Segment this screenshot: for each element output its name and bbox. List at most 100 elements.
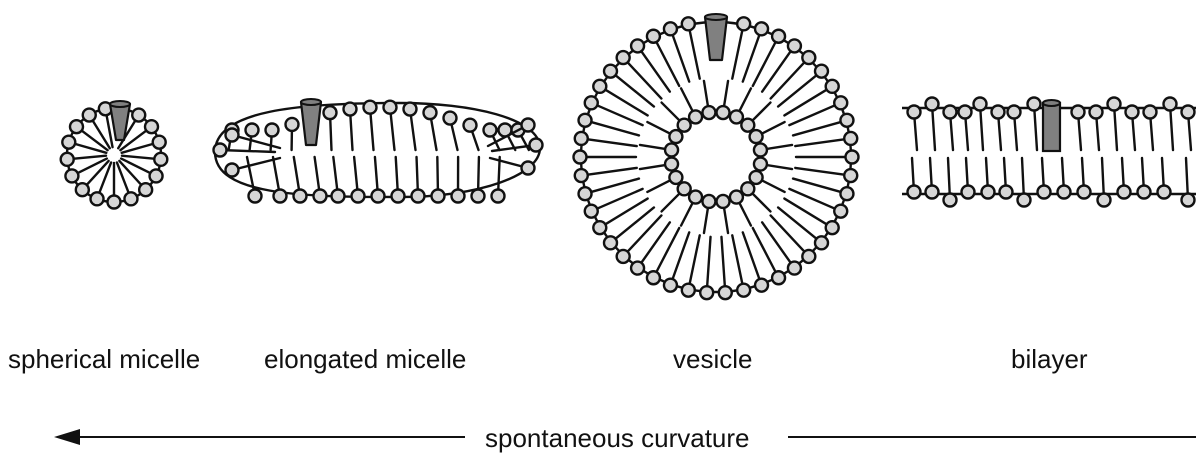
lipid-headgroup xyxy=(294,190,307,203)
lipid xyxy=(944,106,957,151)
lipid-headgroup xyxy=(266,124,279,137)
lipid-headgroup xyxy=(1144,106,1157,119)
lipid-headgroup xyxy=(755,22,768,35)
lipid-headgroup xyxy=(108,196,121,209)
lipid-tail xyxy=(732,235,743,290)
lipid-headgroup xyxy=(678,182,691,195)
lipid-tail xyxy=(623,215,661,256)
inclusion-cap xyxy=(1043,100,1060,106)
inclusion-cap xyxy=(301,99,321,105)
lipid-tail xyxy=(688,235,699,290)
lipid-headgroup xyxy=(314,190,327,203)
lipid-tail xyxy=(585,179,639,194)
lipid-headgroup xyxy=(788,39,801,52)
lipid xyxy=(575,168,637,182)
lipid-tail xyxy=(721,237,725,293)
lipid xyxy=(1028,98,1041,151)
lipid-headgroup xyxy=(145,120,158,133)
lipid-headgroup xyxy=(908,186,921,199)
lipid xyxy=(793,179,853,201)
lipid xyxy=(784,80,838,116)
lipid-tail xyxy=(771,58,809,99)
lipid-headgroup xyxy=(664,279,677,292)
lipid xyxy=(332,157,345,203)
lipid xyxy=(214,144,276,157)
lipid-headgroup xyxy=(982,186,995,199)
lipid-headgroup xyxy=(153,136,166,149)
bilayer xyxy=(902,98,1196,207)
lipid-headgroup xyxy=(737,284,750,297)
lipid xyxy=(314,157,327,203)
lipid xyxy=(784,199,838,235)
lipid xyxy=(1164,98,1177,151)
lipid-tail xyxy=(581,138,636,146)
lipid xyxy=(432,157,445,203)
lipid-headgroup xyxy=(226,129,239,142)
lipid xyxy=(286,118,299,150)
lipid xyxy=(982,158,995,199)
lipid-headgroup xyxy=(665,158,678,171)
lipid-headgroup xyxy=(647,271,660,284)
lipid-headgroup xyxy=(750,171,763,184)
inclusion-body xyxy=(705,17,727,60)
lipid-tail xyxy=(611,207,654,242)
lipid-tail xyxy=(623,58,661,99)
lipid-headgroup xyxy=(1108,98,1121,111)
lipid-headgroup xyxy=(1158,186,1171,199)
lipid xyxy=(754,158,792,171)
lipid-headgroup xyxy=(91,192,104,205)
lipid xyxy=(324,106,337,150)
lipid-headgroup xyxy=(840,114,853,127)
lipid xyxy=(492,157,505,203)
lipid xyxy=(662,182,691,211)
lipid xyxy=(226,158,281,177)
inclusion xyxy=(705,14,727,60)
elongated-micelle-label: elongated micelle xyxy=(264,344,466,375)
lipid xyxy=(344,103,357,150)
lipid-headgroup xyxy=(741,119,754,132)
lipid xyxy=(778,207,828,249)
lipid xyxy=(1126,106,1139,151)
lipid-headgroup xyxy=(604,236,617,249)
lipid xyxy=(974,98,987,151)
lipid-headgroup xyxy=(444,112,457,125)
lipid-headgroup xyxy=(70,120,83,133)
lipid xyxy=(702,81,715,119)
lipid xyxy=(664,22,689,81)
lipid xyxy=(452,157,465,203)
lipid-headgroup xyxy=(689,110,702,123)
lipid xyxy=(364,101,377,150)
lipid-headgroup xyxy=(682,284,695,297)
lipid xyxy=(490,158,535,175)
lipid xyxy=(412,157,425,203)
lipid-headgroup xyxy=(737,17,750,30)
lipid xyxy=(617,51,662,98)
lipid-headgroup xyxy=(962,186,975,199)
lipid-tail xyxy=(778,207,821,242)
lipid-headgroup xyxy=(664,22,677,35)
lipid xyxy=(273,157,287,203)
lipid-headgroup xyxy=(364,101,377,114)
lipid xyxy=(762,222,801,274)
lipid-tail xyxy=(220,150,275,152)
spontaneous-curvature-label: spontaneous curvature xyxy=(485,423,750,454)
lipid-headgroup xyxy=(647,30,660,43)
lipid-headgroup xyxy=(815,65,828,78)
lipid-headgroup xyxy=(1028,98,1041,111)
lipid-headgroup xyxy=(522,162,535,175)
lipid-headgroup xyxy=(83,109,96,122)
lipid-tail xyxy=(581,168,636,176)
lipid-headgroup xyxy=(802,250,815,263)
lipid-headgroup xyxy=(62,136,75,149)
lipid xyxy=(771,215,816,262)
lipid xyxy=(795,132,857,146)
lipid-tail xyxy=(600,86,648,115)
lipid-headgroup xyxy=(844,132,857,145)
lipid-headgroup xyxy=(593,80,606,93)
lipid xyxy=(795,168,857,182)
lipid xyxy=(1158,158,1171,199)
vesicle-label: vesicle xyxy=(673,344,752,375)
lipid xyxy=(908,106,921,151)
lipid xyxy=(743,232,768,291)
